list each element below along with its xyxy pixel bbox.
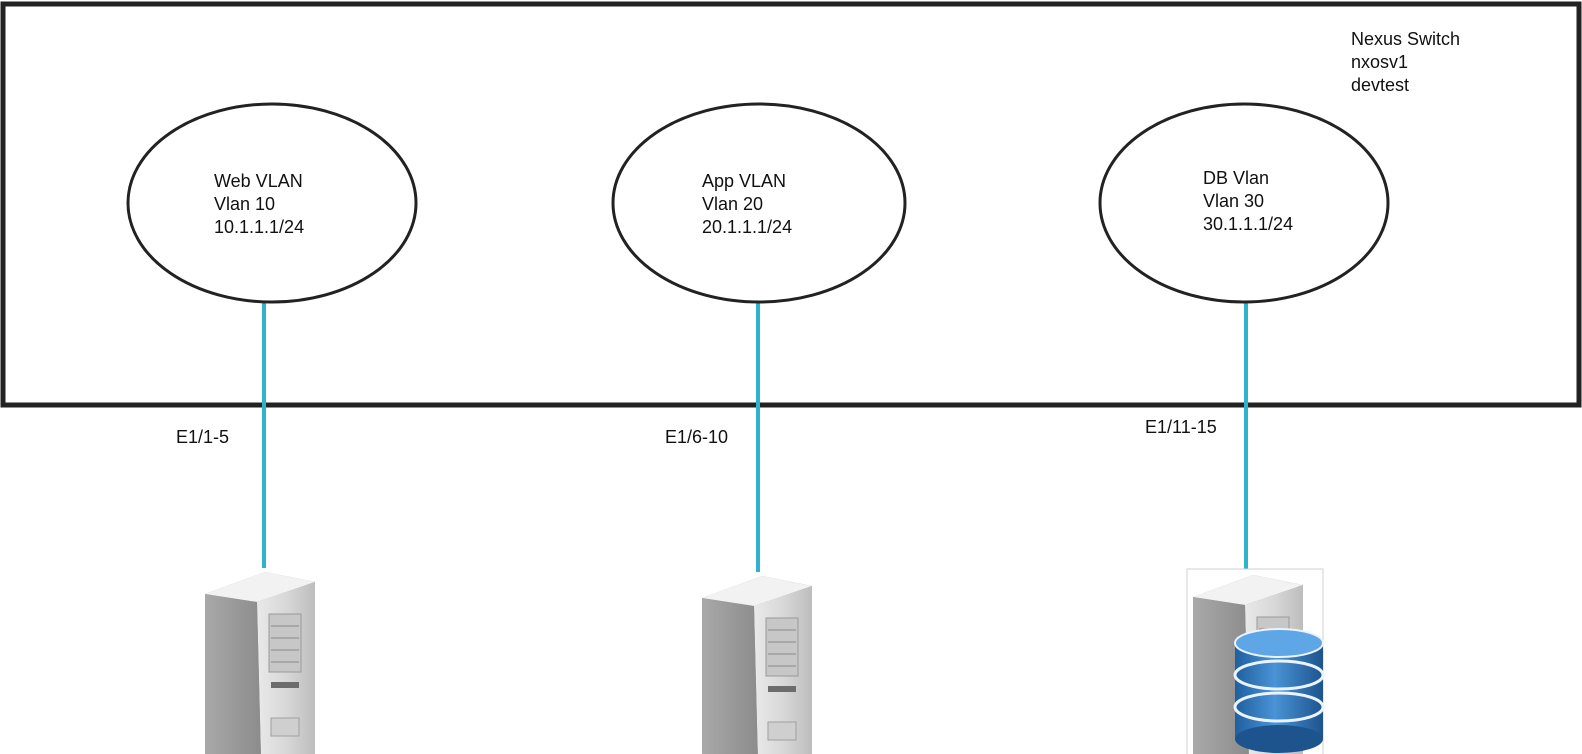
switch-title: Nexus Switch nxosv1 devtest <box>1351 29 1465 95</box>
server-icon <box>205 572 315 754</box>
vlan-label-line: Vlan 20 <box>702 194 763 214</box>
vlan-db-label: DB Vlan Vlan 30 30.1.1.1/24 <box>1203 168 1293 234</box>
vlan-app-label: App VLAN Vlan 20 20.1.1.1/24 <box>702 171 792 237</box>
database-icon <box>1233 628 1325 753</box>
vlan-web-label: Web VLAN Vlan 10 10.1.1.1/24 <box>214 171 308 237</box>
vlan-label-line: 30.1.1.1/24 <box>1203 214 1293 234</box>
vlan-label-line: Web VLAN <box>214 171 303 191</box>
port-label-db: E1/11-15 <box>1145 417 1217 437</box>
vlan-label-line: Vlan 10 <box>214 194 275 214</box>
vlan-db-node <box>1098 102 1390 304</box>
database-server-icon <box>1186 568 1325 754</box>
switch-title-line: nxosv1 <box>1351 52 1408 72</box>
vlan-label-line: Vlan 30 <box>1203 191 1264 211</box>
vlan-label-line: App VLAN <box>702 171 786 191</box>
switch-title-line: devtest <box>1351 75 1409 95</box>
vlan-label-line: DB Vlan <box>1203 168 1269 188</box>
server-icon <box>702 576 812 754</box>
switch-title-line: Nexus Switch <box>1351 29 1460 49</box>
vlan-label-line: 20.1.1.1/24 <box>702 217 792 237</box>
port-label-app: E1/6-10 <box>665 427 728 447</box>
vlan-app-node <box>611 102 907 304</box>
vlan-web-node <box>126 102 418 304</box>
vlan-label-line: 10.1.1.1/24 <box>214 217 304 237</box>
switch-frame <box>0 1 1582 408</box>
port-label-web: E1/1-5 <box>176 427 229 447</box>
